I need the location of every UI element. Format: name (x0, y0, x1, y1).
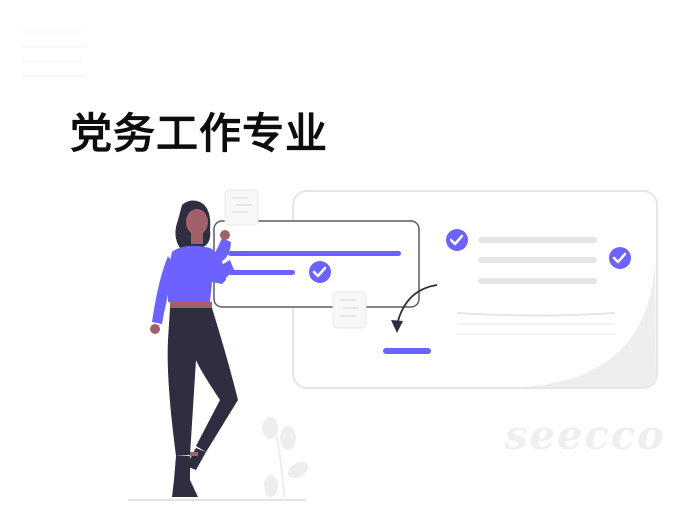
check-icon (309, 261, 331, 283)
woman-figure (150, 200, 238, 497)
note-icon (224, 189, 259, 226)
check-icon (446, 229, 468, 251)
note-icon (332, 291, 367, 329)
plant-icon (262, 417, 309, 498)
front-card (213, 220, 420, 308)
faint-decoration (22, 30, 87, 78)
slide-title: 党务工作专业 (70, 109, 329, 158)
watermark: seecco (505, 412, 666, 459)
curved-arrow-icon (391, 284, 438, 333)
check-icon (609, 247, 631, 269)
